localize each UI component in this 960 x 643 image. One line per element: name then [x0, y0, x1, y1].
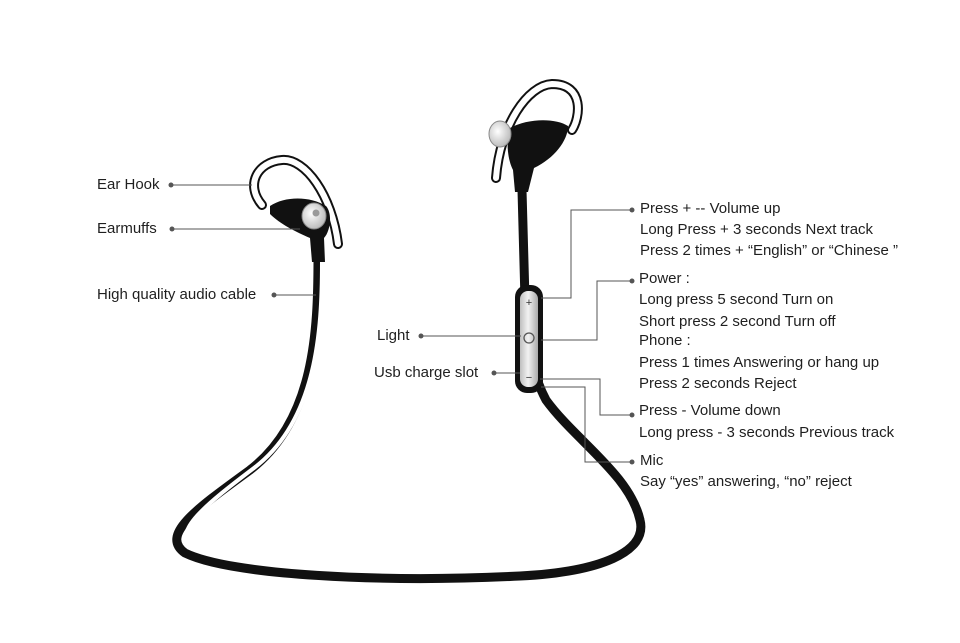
left-eartip — [301, 202, 327, 230]
power-line-2: Short press 2 second Turn off — [639, 313, 836, 330]
plus-line-2: Long Press + 3 seconds Next track — [640, 221, 874, 238]
audio-cable — [172, 185, 646, 583]
remote-minus-symbol: − — [526, 372, 532, 384]
label-light: Light — [377, 327, 410, 344]
label-usb-slot: Usb charge slot — [374, 364, 479, 381]
leader-lines — [171, 184, 632, 463]
plus-line-1: Press + -- Volume up — [640, 200, 781, 217]
mic-title: Mic — [640, 452, 664, 469]
minus-line-2: Long press - 3 seconds Previous track — [639, 424, 895, 441]
remote-control: + − — [515, 285, 543, 393]
label-earmuffs: Earmuffs — [97, 220, 157, 237]
label-ear-hook: Ear Hook — [97, 176, 160, 193]
label-audio-cable: High quality audio cable — [97, 286, 257, 303]
power-line-1: Long press 5 second Turn on — [639, 291, 834, 308]
leader-dots — [168, 182, 635, 465]
right-earbud — [488, 78, 583, 192]
phone-title: Phone : — [639, 332, 691, 349]
remote-power-button — [523, 332, 535, 344]
remote-plus-symbol: + — [526, 297, 532, 309]
right-eartip — [488, 120, 512, 148]
power-title: Power : — [639, 270, 690, 287]
phone-line-1: Press 1 times Answering or hang up — [639, 354, 880, 371]
left-earbud — [249, 155, 343, 262]
phone-line-2: Press 2 seconds Reject — [639, 375, 797, 392]
plus-line-3: Press 2 times + “English” or “Chinese ” — [640, 242, 899, 259]
minus-line-1: Press - Volume down — [639, 402, 781, 419]
mic-line-1: Say “yes” answering, “no” reject — [640, 473, 852, 490]
